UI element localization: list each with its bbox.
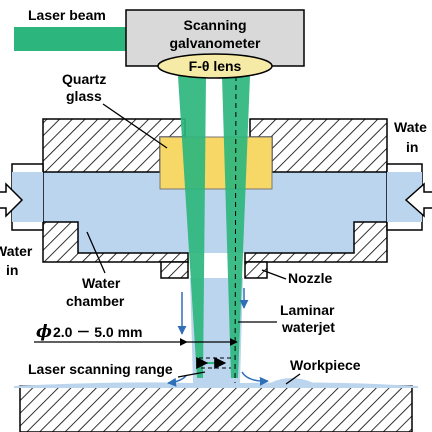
laser-beam-right	[222, 76, 250, 378]
flow-arrow-spread-right	[241, 371, 269, 386]
nozzle-left-piece	[160, 261, 189, 279]
laser-beam-left	[178, 76, 206, 378]
quartz-label-1: Quartz	[62, 71, 106, 87]
beam-axis	[234, 75, 237, 384]
galvanometer-label-2: galvanometer	[169, 35, 261, 51]
nozzle-leader	[261, 269, 287, 280]
lens-label: F-θ lens	[189, 58, 242, 74]
water-film	[14, 382, 418, 388]
nozzle-right-piece	[244, 261, 268, 279]
laser-beam-input	[14, 27, 126, 51]
quartz-leader	[102, 103, 168, 149]
workpiece-block	[19, 385, 413, 432]
water-chamber-leader	[86, 231, 106, 274]
galvanometer-label-1: Scanning	[183, 17, 246, 33]
laminar-label-1: Laminar	[280, 302, 335, 318]
water-in-right-label-1: Wate	[394, 119, 427, 135]
nozzle-label: Nozzle	[288, 270, 333, 286]
workpiece-label: Workpiece	[290, 357, 361, 373]
housing-bottom-left	[42, 221, 189, 263]
water-in-left-arrow-icon	[0, 182, 24, 218]
laser-beam-label: Laser beam	[28, 7, 106, 23]
flow-arrow-spread-left	[167, 375, 187, 387]
quartz-label-2: glass	[66, 88, 102, 104]
water-in-left-label-2: in	[6, 262, 18, 278]
laminar-label-2: waterjet	[281, 319, 335, 335]
quartz-glass	[159, 136, 273, 190]
water-in-left-label-1: Water	[0, 243, 33, 259]
scan-range-leader	[177, 371, 206, 378]
workpiece-leader	[285, 373, 301, 385]
water-in-right-arrow-icon	[404, 182, 432, 218]
water-chamber-label-1: Water	[82, 275, 121, 291]
diameter-symbol: ϕ	[36, 322, 52, 342]
water-chamber	[78, 190, 354, 253]
diameter-range: 2.0 － 5.0 mm	[53, 324, 143, 340]
f-theta-lens	[157, 53, 273, 79]
scanning-range-label: Laser scanning range	[28, 361, 173, 377]
water-chamber-label-2: chamber	[66, 293, 125, 309]
workpiece-bump	[265, 378, 320, 386]
water-in-right-label-2: in	[406, 139, 418, 155]
